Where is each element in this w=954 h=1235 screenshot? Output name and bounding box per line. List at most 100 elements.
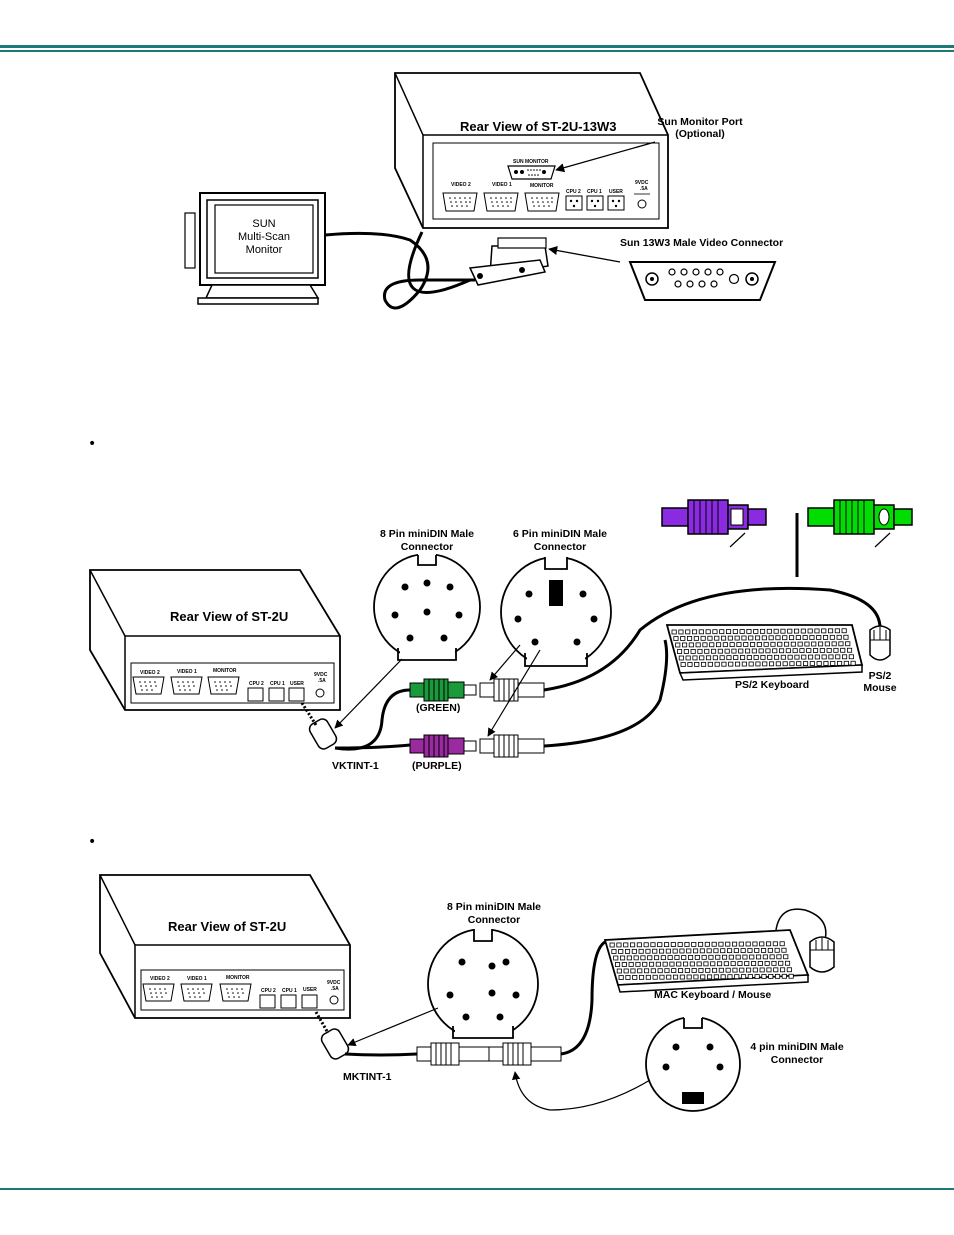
keyboard-key: [769, 954, 775, 960]
ps2-mouse-label-line1: PS/2: [869, 670, 892, 682]
fig2-cpu1-label: CPU 1: [270, 681, 285, 687]
keyboard-key: [736, 642, 742, 647]
keyboard-key: [706, 948, 712, 954]
keyboard-key: [780, 628, 786, 634]
fig3-power-label-a: 9VDC: [327, 980, 341, 986]
keyboard-key: [691, 968, 697, 973]
keyboard-key: [726, 629, 732, 634]
monitor-label-line1: SUN: [252, 218, 275, 230]
keyboard-key: [761, 974, 767, 979]
keyboard-key: [838, 641, 844, 647]
green-label: (GREEN): [416, 702, 460, 714]
keyboard-key: [787, 628, 793, 634]
keyboard-key: [741, 635, 747, 641]
fig3-adapter-cable: [344, 1052, 418, 1057]
keyboard-key: [814, 628, 820, 634]
keyboard-key: [735, 954, 741, 960]
keyboard-key: [795, 635, 801, 640]
keyboard-key: [693, 974, 699, 980]
keyboard-key: [666, 974, 672, 980]
fig3-8pin-label-line1: 8 Pin miniDIN Male: [447, 901, 541, 913]
keyboard-key: [761, 948, 767, 953]
green-connector: [409, 678, 545, 702]
figure-mac: Rear View of ST-2U VIDEO 2 VIDEO 1 MONIT…: [99, 874, 844, 1112]
keyboard-key: [732, 629, 738, 634]
cpu2-port: [565, 195, 583, 211]
vktint-adapter: [300, 702, 338, 750]
keyboard-key: [757, 961, 763, 966]
user-port: [607, 195, 625, 211]
keyboard-key: [650, 942, 656, 948]
cpu2-label: CPU 2: [566, 189, 581, 195]
power-jack: [637, 199, 647, 209]
keyboard-key: [785, 648, 791, 654]
keyboard-key: [782, 661, 788, 667]
ps2-keyboard-label: PS/2 Keyboard: [735, 679, 809, 691]
keyboard-key: [673, 636, 679, 641]
keyboard-key: [821, 628, 827, 634]
keyboard-key: [786, 967, 792, 973]
keyboard-key: [809, 661, 815, 666]
keyboard-key: [766, 967, 772, 973]
fig3-arrow-4pin: [511, 1071, 651, 1111]
keyboard-key: [615, 962, 621, 967]
keyboard-key: [700, 974, 706, 980]
keyboard-key: [816, 635, 822, 640]
fig2-arrow-6pin-a: [489, 644, 521, 681]
keyboard-key: [667, 955, 673, 960]
fig3-cpu2-label: CPU 2: [261, 988, 276, 994]
power-label-b: .5A: [640, 186, 648, 192]
keyboard-key: [739, 629, 745, 634]
fig2-user-port: [288, 687, 305, 702]
keyboard-key: [780, 967, 786, 973]
keyboard-key: [781, 947, 787, 953]
keyboard-key: [774, 947, 780, 953]
fig3-power-jack: [329, 995, 339, 1005]
keyboard-key: [719, 655, 725, 661]
keyboard-key: [681, 955, 687, 960]
keyboard-key: [751, 648, 757, 654]
keyboard-key: [738, 941, 744, 947]
keyboard-key: [718, 941, 724, 947]
keyboard-key: [628, 962, 634, 967]
keyboard-key: [800, 628, 806, 634]
keyboard-key: [747, 948, 753, 953]
keyboard-key: [652, 974, 658, 980]
keyboard-key: [721, 635, 727, 641]
keyboard-key: [644, 968, 650, 974]
fig3-8pin-connector: [427, 926, 539, 1042]
keyboard-key: [768, 974, 774, 979]
keyboard-key: [698, 629, 704, 635]
13w3-plug: [468, 237, 549, 286]
keyboard-key: [768, 635, 774, 641]
keyboard-key: [752, 941, 758, 947]
keyboard-key: [704, 941, 710, 947]
keyboard-key: [754, 948, 760, 953]
mac-mouse-cable: [775, 908, 827, 941]
keyboard-key: [847, 647, 853, 653]
fig2-cpu2-label: CPU 2: [249, 681, 264, 687]
keyboard-key: [762, 661, 768, 667]
keyboard-key: [728, 954, 734, 960]
keyboard-key: [632, 975, 638, 980]
keyboard-key: [685, 629, 691, 635]
keyboard-key: [740, 948, 746, 953]
keyboard-key: [706, 655, 712, 661]
keyboard-key: [708, 954, 714, 960]
keyboard-key: [609, 942, 615, 948]
keyboard-key: [685, 655, 691, 661]
keyboard-key: [712, 655, 718, 661]
keyboard-key: [775, 661, 781, 667]
fig3-arrow-8pin: [347, 1007, 439, 1047]
keyboard-key: [616, 968, 622, 974]
keyboard-key: [779, 648, 785, 654]
monitor-label: MONITOR: [530, 183, 554, 189]
mac-keyboard-cable: [560, 940, 606, 1056]
keyboard-key: [677, 649, 683, 654]
keyboard-key: [765, 648, 771, 654]
keyboard-key: [698, 941, 704, 947]
keyboard-key: [790, 641, 796, 647]
keyboard-key: [766, 628, 772, 634]
keyboard-key: [773, 628, 779, 634]
keyboard-key: [818, 641, 824, 647]
